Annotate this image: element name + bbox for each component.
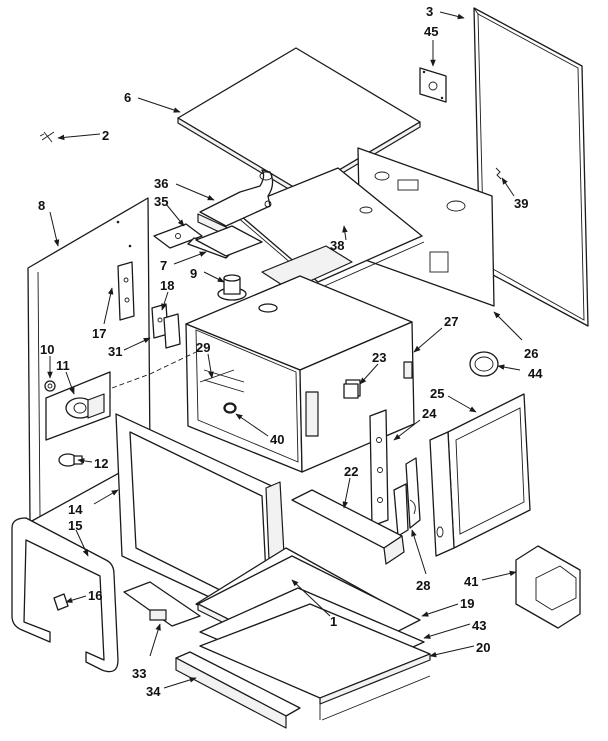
- callout-26: 26: [524, 346, 538, 361]
- bracket-45-part: [419, 67, 447, 103]
- callout-25: 25: [430, 386, 444, 401]
- callout-2: 2: [102, 128, 109, 143]
- callout-9: 9: [190, 266, 197, 281]
- callout-23: 23: [372, 350, 386, 365]
- bracket-17-part: [117, 261, 135, 321]
- callout-7: 7: [160, 258, 167, 273]
- clip-2-part: [39, 131, 55, 143]
- callout-45: 45: [424, 24, 438, 39]
- rear-panel-part: [473, 7, 589, 327]
- callout-39: 39: [514, 196, 528, 211]
- vent-bracket-33-part: [123, 581, 201, 627]
- callout-6: 6: [124, 90, 131, 105]
- callout-38: 38: [330, 238, 344, 253]
- hinge-arm-28-part: [393, 457, 421, 537]
- callout-24: 24: [422, 406, 437, 421]
- callout-18: 18: [160, 278, 174, 293]
- callout-36: 36: [154, 176, 168, 191]
- callout-40: 40: [270, 432, 284, 447]
- clip-39-part: [495, 167, 502, 180]
- bracket-23-part: [343, 383, 359, 399]
- bottom-rail-20-part: [199, 603, 431, 721]
- callout-44: 44: [528, 366, 543, 381]
- callout-17: 17: [92, 326, 106, 341]
- callout-10: 10: [40, 342, 54, 357]
- callout-43: 43: [472, 618, 486, 633]
- callout-22: 22: [344, 464, 358, 479]
- callout-14: 14: [68, 502, 83, 517]
- gasket-ring-44-part: [469, 351, 499, 377]
- kick-plate-34-part: [175, 651, 301, 729]
- clip-16-part: [53, 593, 69, 611]
- callout-11: 11: [56, 358, 70, 373]
- callout-41: 41: [464, 574, 478, 589]
- support-rail-22-part: [291, 489, 405, 565]
- callout-19: 19: [460, 596, 474, 611]
- callout-35: 35: [154, 194, 168, 209]
- wiring-line: [111, 351, 197, 389]
- callout-29: 29: [196, 340, 210, 355]
- callout-28: 28: [416, 578, 430, 593]
- switch-18-part: [151, 303, 181, 349]
- door-gasket-15-part: [11, 517, 119, 673]
- callout-20: 20: [476, 640, 490, 655]
- element-29-part: [199, 369, 235, 383]
- plate-7-part: [195, 225, 263, 257]
- callout-16: 16: [88, 588, 102, 603]
- callout-34: 34: [146, 684, 161, 699]
- light-socket-11-part: [45, 371, 111, 441]
- callout-3: 3: [426, 4, 433, 19]
- callout-labels: 3 45 6 2 36 35 8 39 38 7 9 18 17 27 31 1…: [38, 4, 543, 699]
- callout-27: 27: [444, 314, 458, 329]
- nut-10-part: [44, 380, 56, 392]
- hinge-24-part: [369, 409, 389, 527]
- callout-8: 8: [38, 198, 45, 213]
- leader-lines: [47, 11, 523, 689]
- thermostat-9-part: [217, 274, 247, 301]
- callout-15: 15: [68, 518, 82, 533]
- callout-31: 31: [108, 344, 122, 359]
- callout-1: 1: [330, 614, 337, 629]
- door-inner-panel-25-part: [429, 393, 531, 557]
- callout-12: 12: [94, 456, 108, 471]
- callout-33: 33: [132, 666, 146, 681]
- knob-40-part: [224, 403, 236, 413]
- bracket-41-part: [515, 545, 581, 629]
